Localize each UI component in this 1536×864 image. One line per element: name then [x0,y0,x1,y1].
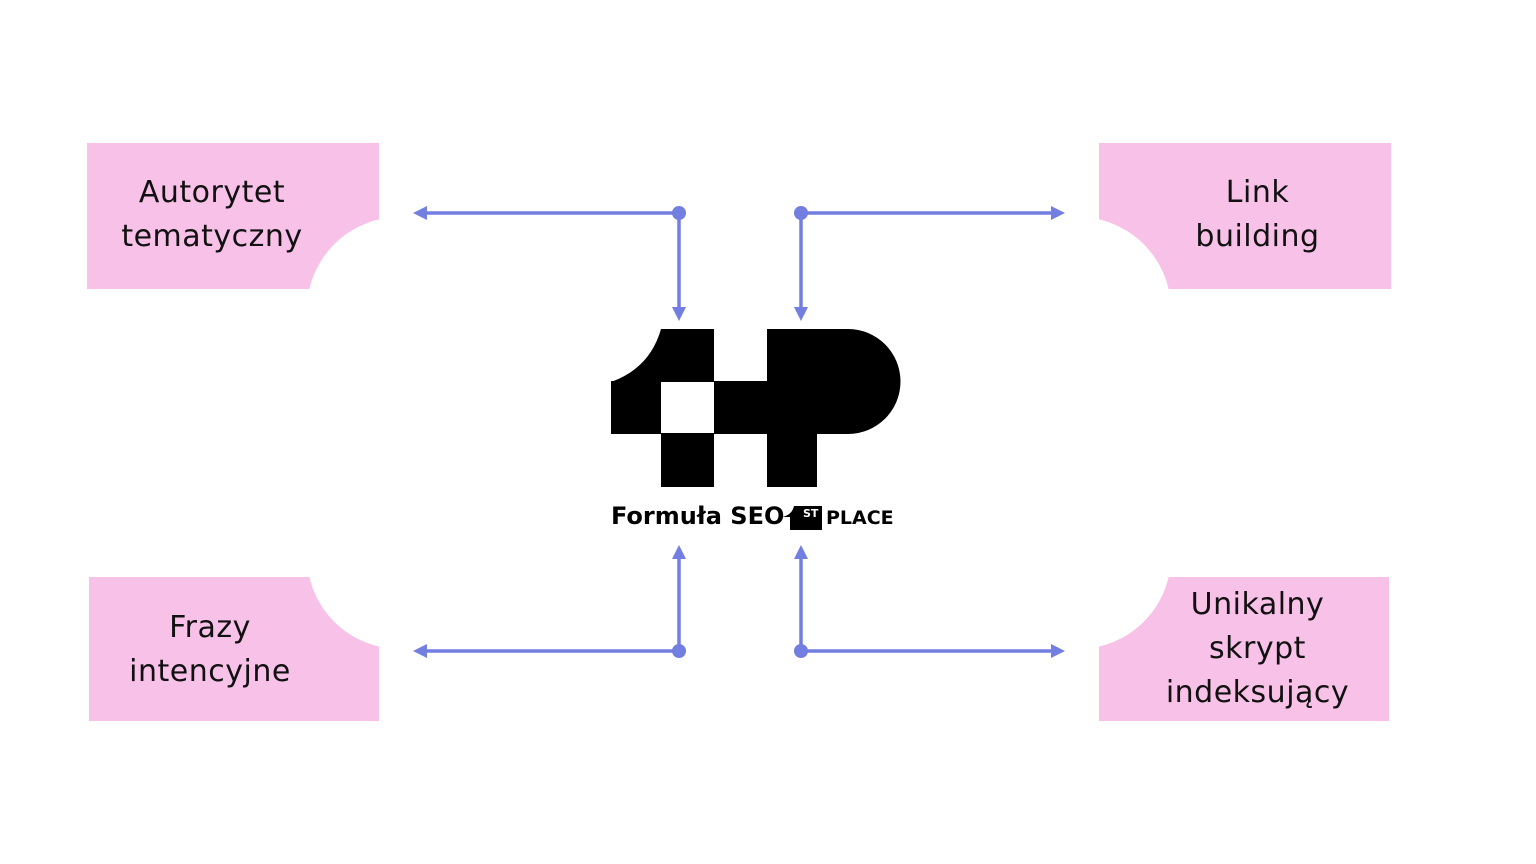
box-top-right [985,143,1391,403]
logo-place-text: PLACE [826,507,894,529]
label-unikalny-skrypt: Unikalny skrypt indeksujący [1165,587,1350,710]
logo-badge-icon [782,506,822,530]
logo-badge-text: ST [803,507,819,520]
box-bottom-left [89,463,493,721]
connector-dot [794,644,808,658]
label-frazy-intencyjne: Frazy intencyjne [129,610,291,689]
connector-dot [672,644,686,658]
connector-dot [672,206,686,220]
label-link-building: Link building [1195,175,1320,254]
connector-dot [794,206,808,220]
box-top-left [87,143,493,403]
box-bottom-right [985,463,1389,721]
logo-brand-text: Formuła SEO [611,502,785,530]
label-autorytet-tematyczny: Autorytet tematyczny [121,175,303,254]
logo-1p-icon [611,329,901,530]
